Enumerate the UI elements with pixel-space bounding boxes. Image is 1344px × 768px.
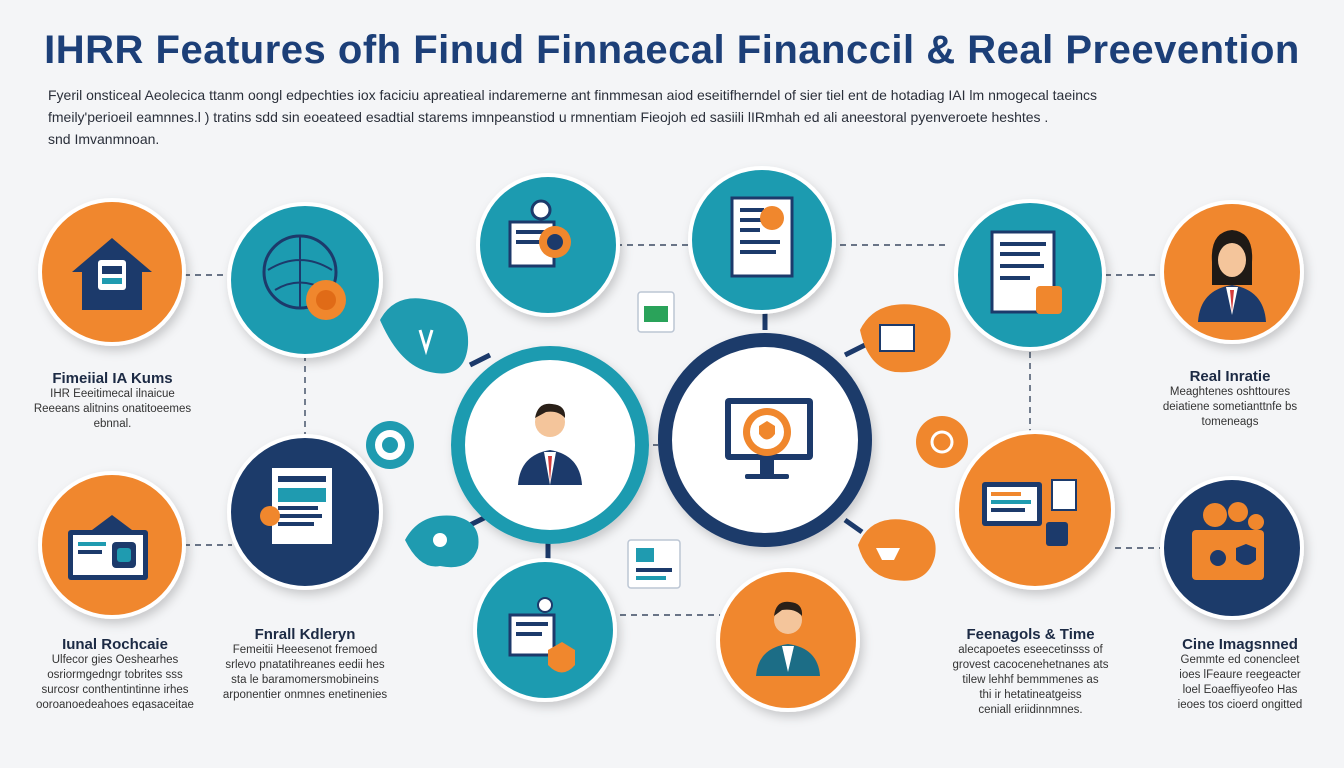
businesswoman-node: [1160, 200, 1304, 344]
label-body-line: sta le baramomersmobineins: [231, 674, 379, 686]
label-heading: Real Inratie: [1189, 368, 1271, 385]
documents-node: [227, 434, 383, 590]
label-body-line: srlevo pnatatihreanes eedii hes: [225, 659, 385, 671]
toggle-bubble-icon: [366, 421, 414, 469]
screen-icon: [982, 479, 1077, 546]
documents-icon: [260, 468, 332, 544]
label-body-line: Femeitii Heeesenot fremoed: [232, 644, 378, 656]
chat-bubble-icon: [380, 298, 469, 374]
label-body-line: tilew lehhf bemmmenes as: [962, 674, 1099, 686]
central-monitor-node: [658, 333, 872, 547]
label-body-line: tomeneags: [1201, 416, 1259, 428]
label-heading: Feenagols & Time: [966, 626, 1095, 643]
chat-bubble-icon: [858, 519, 936, 581]
briefcase-node: [1160, 476, 1304, 620]
spoke: [843, 342, 867, 358]
screen-node: [955, 430, 1115, 590]
document-search-icon: [508, 199, 571, 268]
label-body-line: IHR Eeeitimecal ilnaicue: [50, 388, 175, 400]
label-body-line: Ulfecor gies Oeshearhes: [51, 654, 179, 666]
intro-paragraph: Fyeril onsticeal Aeolecica ttanm oongl e…: [48, 84, 1298, 150]
report-node: [688, 166, 836, 314]
label-body-line: alecapoetes eseecetinsss of: [958, 644, 1103, 656]
label-body-line: thi ir hetatineatgeiss: [979, 689, 1082, 701]
label-body-line: ebnnal.: [93, 418, 132, 430]
label-left-bottom: Iunal Rochcaie Ulfecor gies Oeshearhes o…: [20, 636, 210, 713]
intro-line: fmeily'perioeil eamnnes.l ) tratins sdd …: [48, 109, 1049, 125]
intro-line: snd Imvanmnoan.: [48, 131, 160, 147]
globe-node: [227, 202, 383, 358]
gear-bubble-icon: [916, 416, 968, 468]
central-person-node: [451, 346, 649, 544]
label-heading: Fnrall Kdleryn: [254, 626, 356, 643]
label-body-line: Gemmte ed conencleet: [1180, 654, 1300, 666]
briefcase-icon: [1192, 502, 1264, 580]
label-center-left-bottom: Fnrall Kdleryn Femeitii Heeesenot fremoe…: [205, 626, 405, 703]
laptop-house-node: [38, 471, 186, 619]
report-icon: [730, 196, 794, 278]
label-heading: Fimeiial IA Kums: [52, 370, 173, 387]
label-body-line: grovest cacocenehetnanes ats: [952, 659, 1109, 671]
label-center-right-bottom: Feenagols & Time alecapoetes eseecetinss…: [918, 626, 1143, 718]
spoke: [468, 352, 492, 368]
monitor-shield-icon: [725, 398, 813, 479]
chat-bubble-icon: [860, 304, 951, 373]
label-right-bottom: Cine Imagsnned Gemmte ed conencleet ioes…: [1140, 636, 1340, 713]
connectors: [184, 244, 1160, 616]
label-heading: Iunal Rochcaie: [62, 636, 168, 653]
label-left-top: Fimeiial IA Kums IHR Eeeitimecal ilnaicu…: [20, 370, 205, 432]
small-document-icon: [637, 291, 675, 333]
page-title: IHRR Features ofh Finud Finnaecal Financ…: [44, 28, 1300, 72]
label-body-line: ioes lFeaure reegeacter: [1179, 669, 1301, 681]
label-body-line: deiatiene sometianttnfe bs: [1162, 401, 1298, 413]
laptop-house-icon: [68, 515, 148, 580]
label-body-line: arponentier onmnes enetinenies: [222, 689, 388, 701]
spoke: [843, 517, 864, 535]
house-icon: [72, 238, 152, 310]
intro-line: Fyeril onsticeal Aeolecica ttanm oongl e…: [48, 87, 1098, 103]
businessman-icon: [518, 403, 582, 485]
label-right-top: Real Inratie Meaghtenes oshttoures deiat…: [1125, 368, 1335, 430]
clipboard-node: [954, 199, 1106, 351]
label-body-line: osriormgedngr tobrites sss: [47, 669, 183, 681]
label-body-line: surcosr conthentintinne irhes: [41, 684, 189, 696]
label-body-line: ooroanoedeahoes eqasaceitae: [36, 699, 194, 711]
label-body-line: Reeeans alitnins onatitoeemes: [33, 403, 192, 415]
bottom-document-node: [473, 558, 617, 702]
label-heading: Cine Imagsnned: [1182, 636, 1298, 653]
house-node: [38, 198, 186, 346]
label-body-line: Meaghtenes oshttoures: [1169, 386, 1291, 398]
label-body-line: ieoes tos cioerd ongitted: [1177, 699, 1303, 711]
label-body-line: ceniall eriidinnmnes.: [978, 704, 1083, 716]
small-chart-icon: [627, 539, 681, 589]
document-search-node: [476, 173, 620, 317]
clipboard-icon: [990, 230, 1062, 314]
chat-bubble-icon: [405, 515, 479, 568]
person-icon: [756, 601, 820, 676]
document-lock-icon: [508, 597, 575, 673]
globe-icon: [262, 234, 346, 320]
businesswoman-icon: [1198, 230, 1266, 322]
bottom-person-node: [716, 568, 860, 712]
label-body-line: loel Eoaeffiyeofeo Has: [1182, 684, 1298, 696]
